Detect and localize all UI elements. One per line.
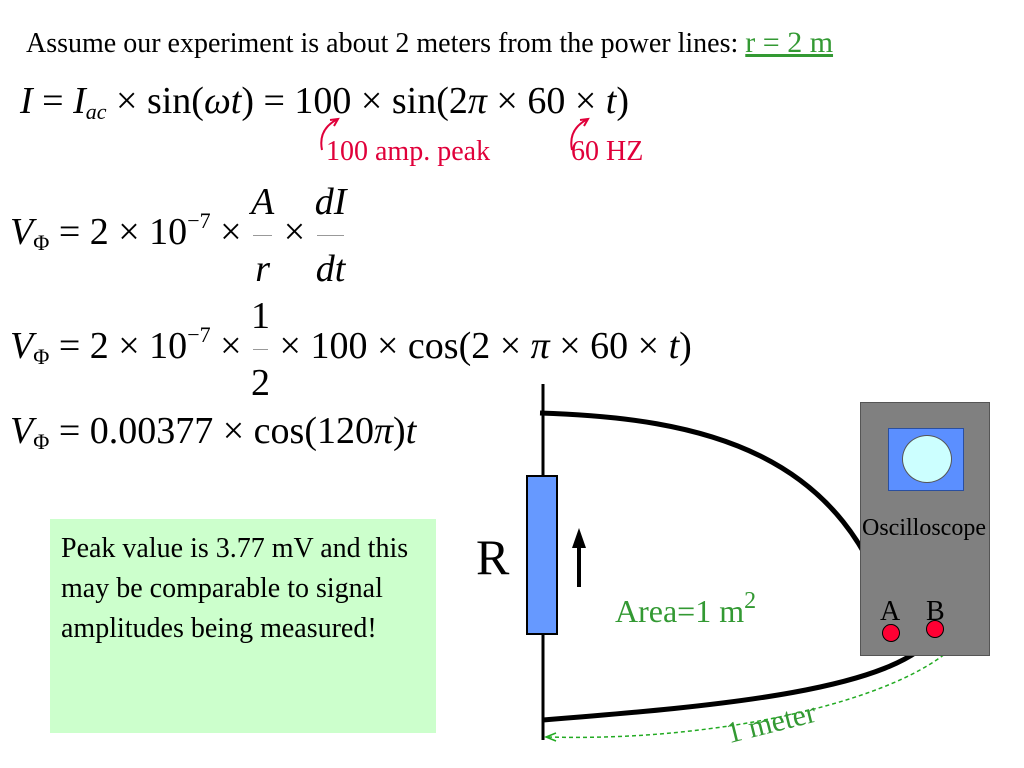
eq3-t: t — [668, 325, 680, 368]
eq3-rest-a: × 100 × cos(2 × — [270, 325, 531, 368]
eq2-exp: −7 — [187, 208, 211, 234]
probe-b-label: B — [926, 596, 945, 627]
eq4-t: t — [405, 410, 417, 452]
eq3-pi: π — [530, 325, 550, 368]
oscilloscope-screen — [888, 428, 964, 491]
peak-value-note: Peak value is 3.77 mV and this may be co… — [50, 519, 436, 733]
eq4-close: ) — [393, 410, 406, 452]
annotation-arrows — [320, 117, 590, 151]
eq3-phi: Φ — [33, 344, 50, 370]
resistor — [526, 475, 558, 635]
eq2-f2-den: dt — [315, 248, 346, 290]
eq2-fraction-2: dI dt — [315, 183, 347, 288]
distance-dashed-line — [547, 644, 956, 739]
probe-b-terminal — [926, 620, 944, 638]
eq1-rhs-a: × sin( — [116, 80, 204, 122]
eq1-t: t — [605, 80, 617, 122]
area-text: Area=1 m — [615, 593, 745, 629]
eq3-f-num: 1 — [251, 295, 271, 337]
eq3-close: ) — [679, 325, 692, 368]
intro-line: Assume our experiment is about 2 meters … — [26, 26, 833, 60]
eq1-close: ) — [616, 80, 629, 122]
area-label: Area=1 m2 — [615, 588, 756, 630]
current-equation: I = Iac × sin(ωt) = 100 × sin(2π × 60 × … — [20, 79, 629, 125]
probe-a-terminal — [882, 624, 900, 642]
r-value: r = 2 m — [745, 26, 834, 59]
eq1-equals: = — [42, 80, 64, 122]
eq1-rhs-c: × 60 × — [486, 80, 606, 122]
eq4-pi: π — [373, 410, 394, 452]
eq1-omega-t: ωt — [203, 80, 242, 122]
eq3-V: V — [10, 325, 34, 368]
eq1-pi: π — [467, 80, 487, 122]
eq3-exp: −7 — [187, 322, 211, 348]
eq2-f1-den: r — [255, 248, 271, 290]
eq2-V: V — [10, 211, 34, 254]
eq2-times2: × — [274, 211, 315, 254]
eq2-mid: = 2 × 10 — [49, 211, 188, 254]
eq1-I: I — [20, 80, 33, 122]
eq2-f2-num: dI — [314, 181, 347, 223]
current-arrow-icon — [572, 528, 586, 548]
intro-text: Assume our experiment is about 2 meters … — [26, 28, 739, 59]
eq4-V: V — [10, 410, 34, 452]
area-exponent: 2 — [744, 588, 757, 614]
eq3-mid: = 2 × 10 — [49, 325, 188, 368]
resistor-label: R — [476, 529, 510, 585]
voltage-equation-result: VΦ = 0.00377 × cos(120π)t — [10, 409, 416, 455]
eq2-f1-num: A — [251, 181, 275, 223]
eq2-times: × — [210, 211, 252, 254]
oscilloscope-display-icon — [902, 435, 952, 483]
eq1-I-base: I — [73, 80, 86, 122]
eq4-phi: Φ — [33, 429, 50, 454]
eq1-I-sub: ac — [85, 99, 107, 124]
distance-arrow-left-icon — [543, 732, 557, 742]
eq3-times: × — [210, 325, 252, 368]
eq3-f-den: 2 — [251, 362, 271, 404]
note-text: Peak value is 3.77 mV and this may be co… — [61, 533, 409, 644]
peak-annotation: 100 amp. peak — [326, 136, 491, 167]
eq3-rest-b: × 60 × — [549, 325, 669, 368]
probe-a-label: A — [880, 596, 901, 627]
eq2-phi: Φ — [33, 230, 50, 256]
frequency-annotation: 60 HZ — [571, 136, 644, 167]
eq4-mid: = 0.00377 × cos(120 — [49, 410, 374, 452]
oscilloscope-label: Oscilloscope — [862, 515, 986, 541]
eq1-rhs-b: ) = 100 × sin(2 — [241, 80, 468, 122]
